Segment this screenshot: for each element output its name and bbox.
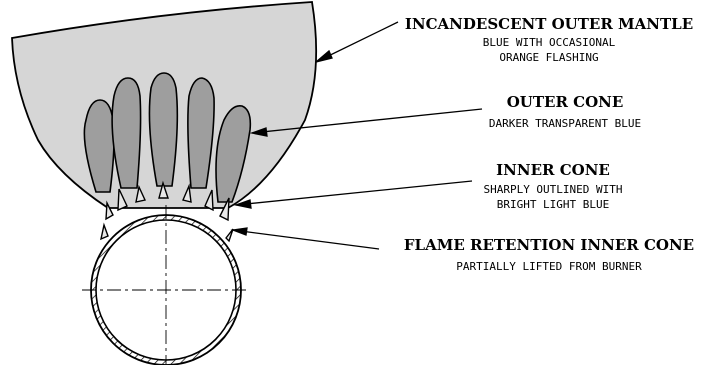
label-outer-cone-title: OUTER CONE xyxy=(507,93,624,111)
burner-tube xyxy=(82,205,250,365)
inner-cone xyxy=(226,229,233,241)
label-inner-cone-line-1: SHARPLY OUTLINED WITH xyxy=(483,183,622,196)
label-outer-mantle-line-1: BLUE WITH OCCASIONAL xyxy=(483,36,616,49)
label-retention-cone-line-1: PARTIALLY LIFTED FROM BURNER xyxy=(456,260,642,273)
label-inner-cone-line-2: BRIGHT LIGHT BLUE xyxy=(497,198,610,211)
label-retention-cone-title: FLAME RETENTION INNER CONE xyxy=(404,236,694,254)
label-outer-mantle-title: INCANDESCENT OUTER MANTLE xyxy=(405,15,693,33)
label-inner-cone-title: INNER CONE xyxy=(496,161,610,179)
inner-cone xyxy=(101,225,108,239)
label-outer-cone-line-1: DARKER TRANSPARENT BLUE xyxy=(489,117,641,130)
label-outer-mantle-line-2: ORANGE FLASHING xyxy=(499,51,598,64)
outer-cone xyxy=(149,73,177,186)
